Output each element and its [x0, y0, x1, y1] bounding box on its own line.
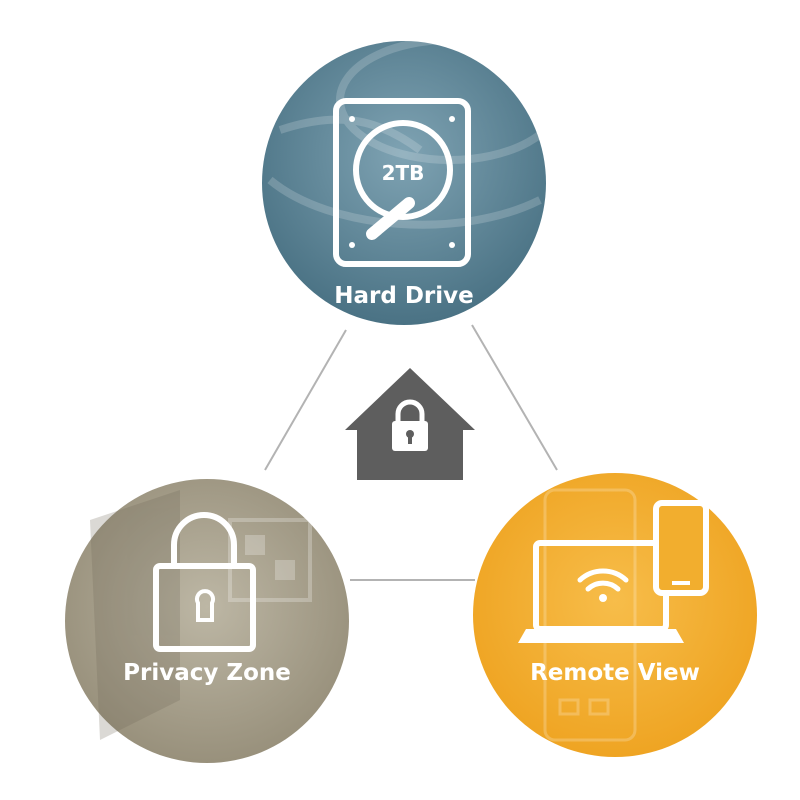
- connector-top-right: [471, 324, 558, 471]
- remote-view-background-texture: [543, 488, 637, 742]
- hard-drive-label: Hard Drive: [334, 283, 474, 309]
- hard-drive-icon: [333, 98, 471, 267]
- privacy-zone-label: Privacy Zone: [123, 660, 291, 686]
- padlock-icon: [153, 512, 256, 652]
- feature-hard-drive: 2TB Hard Drive: [262, 36, 564, 325]
- feature-remote-view: Remote View: [473, 473, 757, 757]
- laptop-phone-wifi-icon: [518, 500, 709, 643]
- secure-home-icon: [345, 368, 475, 480]
- feature-privacy-zone: Privacy Zone: [65, 479, 349, 763]
- privacy-zone-background-texture: [90, 490, 312, 740]
- remote-view-circle: [473, 473, 757, 757]
- capacity-text: 2TB: [382, 161, 425, 185]
- remote-view-label: Remote View: [530, 660, 700, 686]
- connector-top-left: [264, 329, 347, 471]
- connector-lines: [264, 324, 558, 581]
